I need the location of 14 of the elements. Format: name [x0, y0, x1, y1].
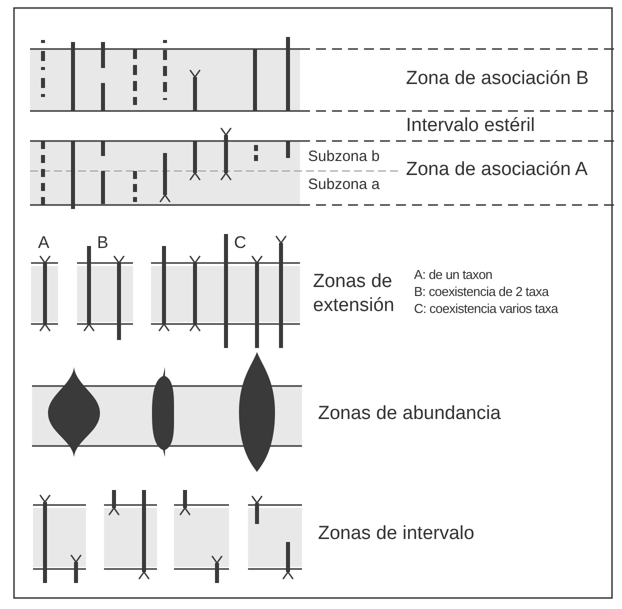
zone-label: Zonas de abundancia	[318, 404, 501, 425]
column-letter: B	[97, 234, 108, 253]
note-text: B: coexistencia de 2 taxa	[414, 285, 549, 300]
zone-label: Zonas de intervalo	[318, 524, 474, 545]
zone-label: Zona de asociación B	[406, 69, 589, 90]
subzone-label: Subzona a	[308, 177, 380, 194]
column-letter: A	[38, 234, 50, 253]
column-letter: C	[234, 234, 246, 253]
zone-label: Zonas de extensión	[313, 270, 396, 318]
zone-label: Intervalo estéril	[406, 116, 535, 137]
subzone-label: Subzona b	[308, 149, 380, 166]
note-text: C: coexistencia varios taxa	[414, 302, 558, 316]
zone-label: Zona de asociación A	[406, 160, 588, 181]
note-text: A: de un taxon	[414, 268, 492, 282]
